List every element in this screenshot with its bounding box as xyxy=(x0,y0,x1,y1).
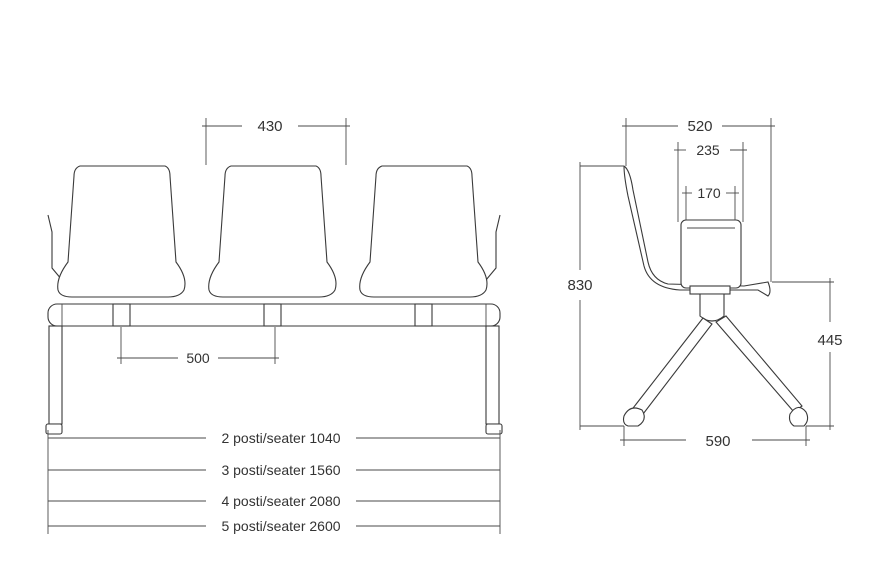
left-arm-outline xyxy=(47,214,63,281)
support-block xyxy=(680,219,742,289)
seat-bracket-2 xyxy=(263,303,282,327)
seat-shell-3 xyxy=(359,165,488,298)
seat-bracket-3 xyxy=(414,303,433,327)
leg-left xyxy=(48,325,63,425)
side-view: 520 235 170 830 xyxy=(567,118,843,450)
dim-length-row: 2 posti/seater 1040 xyxy=(48,430,500,446)
dim-base: 590 xyxy=(620,426,810,450)
dim-length-row: 5 posti/seater 2600 xyxy=(48,518,500,534)
side-foot-front xyxy=(622,407,645,427)
dim-column-label: 170 xyxy=(697,185,721,201)
dim-seat-height-label: 445 xyxy=(817,332,842,349)
dim-length-2-label: 2 posti/seater 1040 xyxy=(221,430,340,446)
dim-depth: 520 xyxy=(622,118,775,282)
mount-plate xyxy=(689,285,731,295)
front-view: 430 500 2 posti/seater 1040 3 posti/seat… xyxy=(45,118,503,534)
dim-length-3-label: 3 posti/seater 1560 xyxy=(221,462,340,478)
dim-seat-width: 430 xyxy=(202,118,350,165)
dim-depth-label: 520 xyxy=(687,118,712,135)
side-foot-back xyxy=(788,406,809,427)
dim-seat-width-label: 430 xyxy=(257,118,282,135)
seat-shell-1 xyxy=(57,165,186,298)
dim-length-row: 4 posti/seater 2080 xyxy=(48,493,500,509)
dim-length-5-label: 5 posti/seater 2600 xyxy=(221,518,340,534)
dim-column: 170 xyxy=(682,185,739,220)
dim-support-label: 235 xyxy=(696,142,720,158)
dim-length-4-label: 4 posti/seater 2080 xyxy=(221,493,340,509)
seat-bracket-1 xyxy=(112,303,131,327)
dim-length-row: 3 posti/seater 1560 xyxy=(48,462,500,478)
dim-seat-height: 445 xyxy=(772,278,843,430)
dim-seat-pitch: 500 xyxy=(117,327,279,366)
side-leg-front xyxy=(629,317,713,419)
dim-height: 830 xyxy=(567,162,624,430)
foot-left xyxy=(45,423,63,435)
seat-shell-2 xyxy=(208,165,337,298)
foot-right xyxy=(485,423,503,435)
right-arm-outline xyxy=(485,214,501,281)
dim-seat-pitch-label: 500 xyxy=(186,350,210,366)
central-column xyxy=(699,293,725,322)
side-leg-back xyxy=(715,315,803,413)
dim-base-label: 590 xyxy=(705,433,730,450)
side-shell-profile xyxy=(623,165,771,297)
leg-right xyxy=(485,325,500,425)
dim-support: 235 xyxy=(674,142,747,222)
dim-height-label: 830 xyxy=(567,277,592,294)
